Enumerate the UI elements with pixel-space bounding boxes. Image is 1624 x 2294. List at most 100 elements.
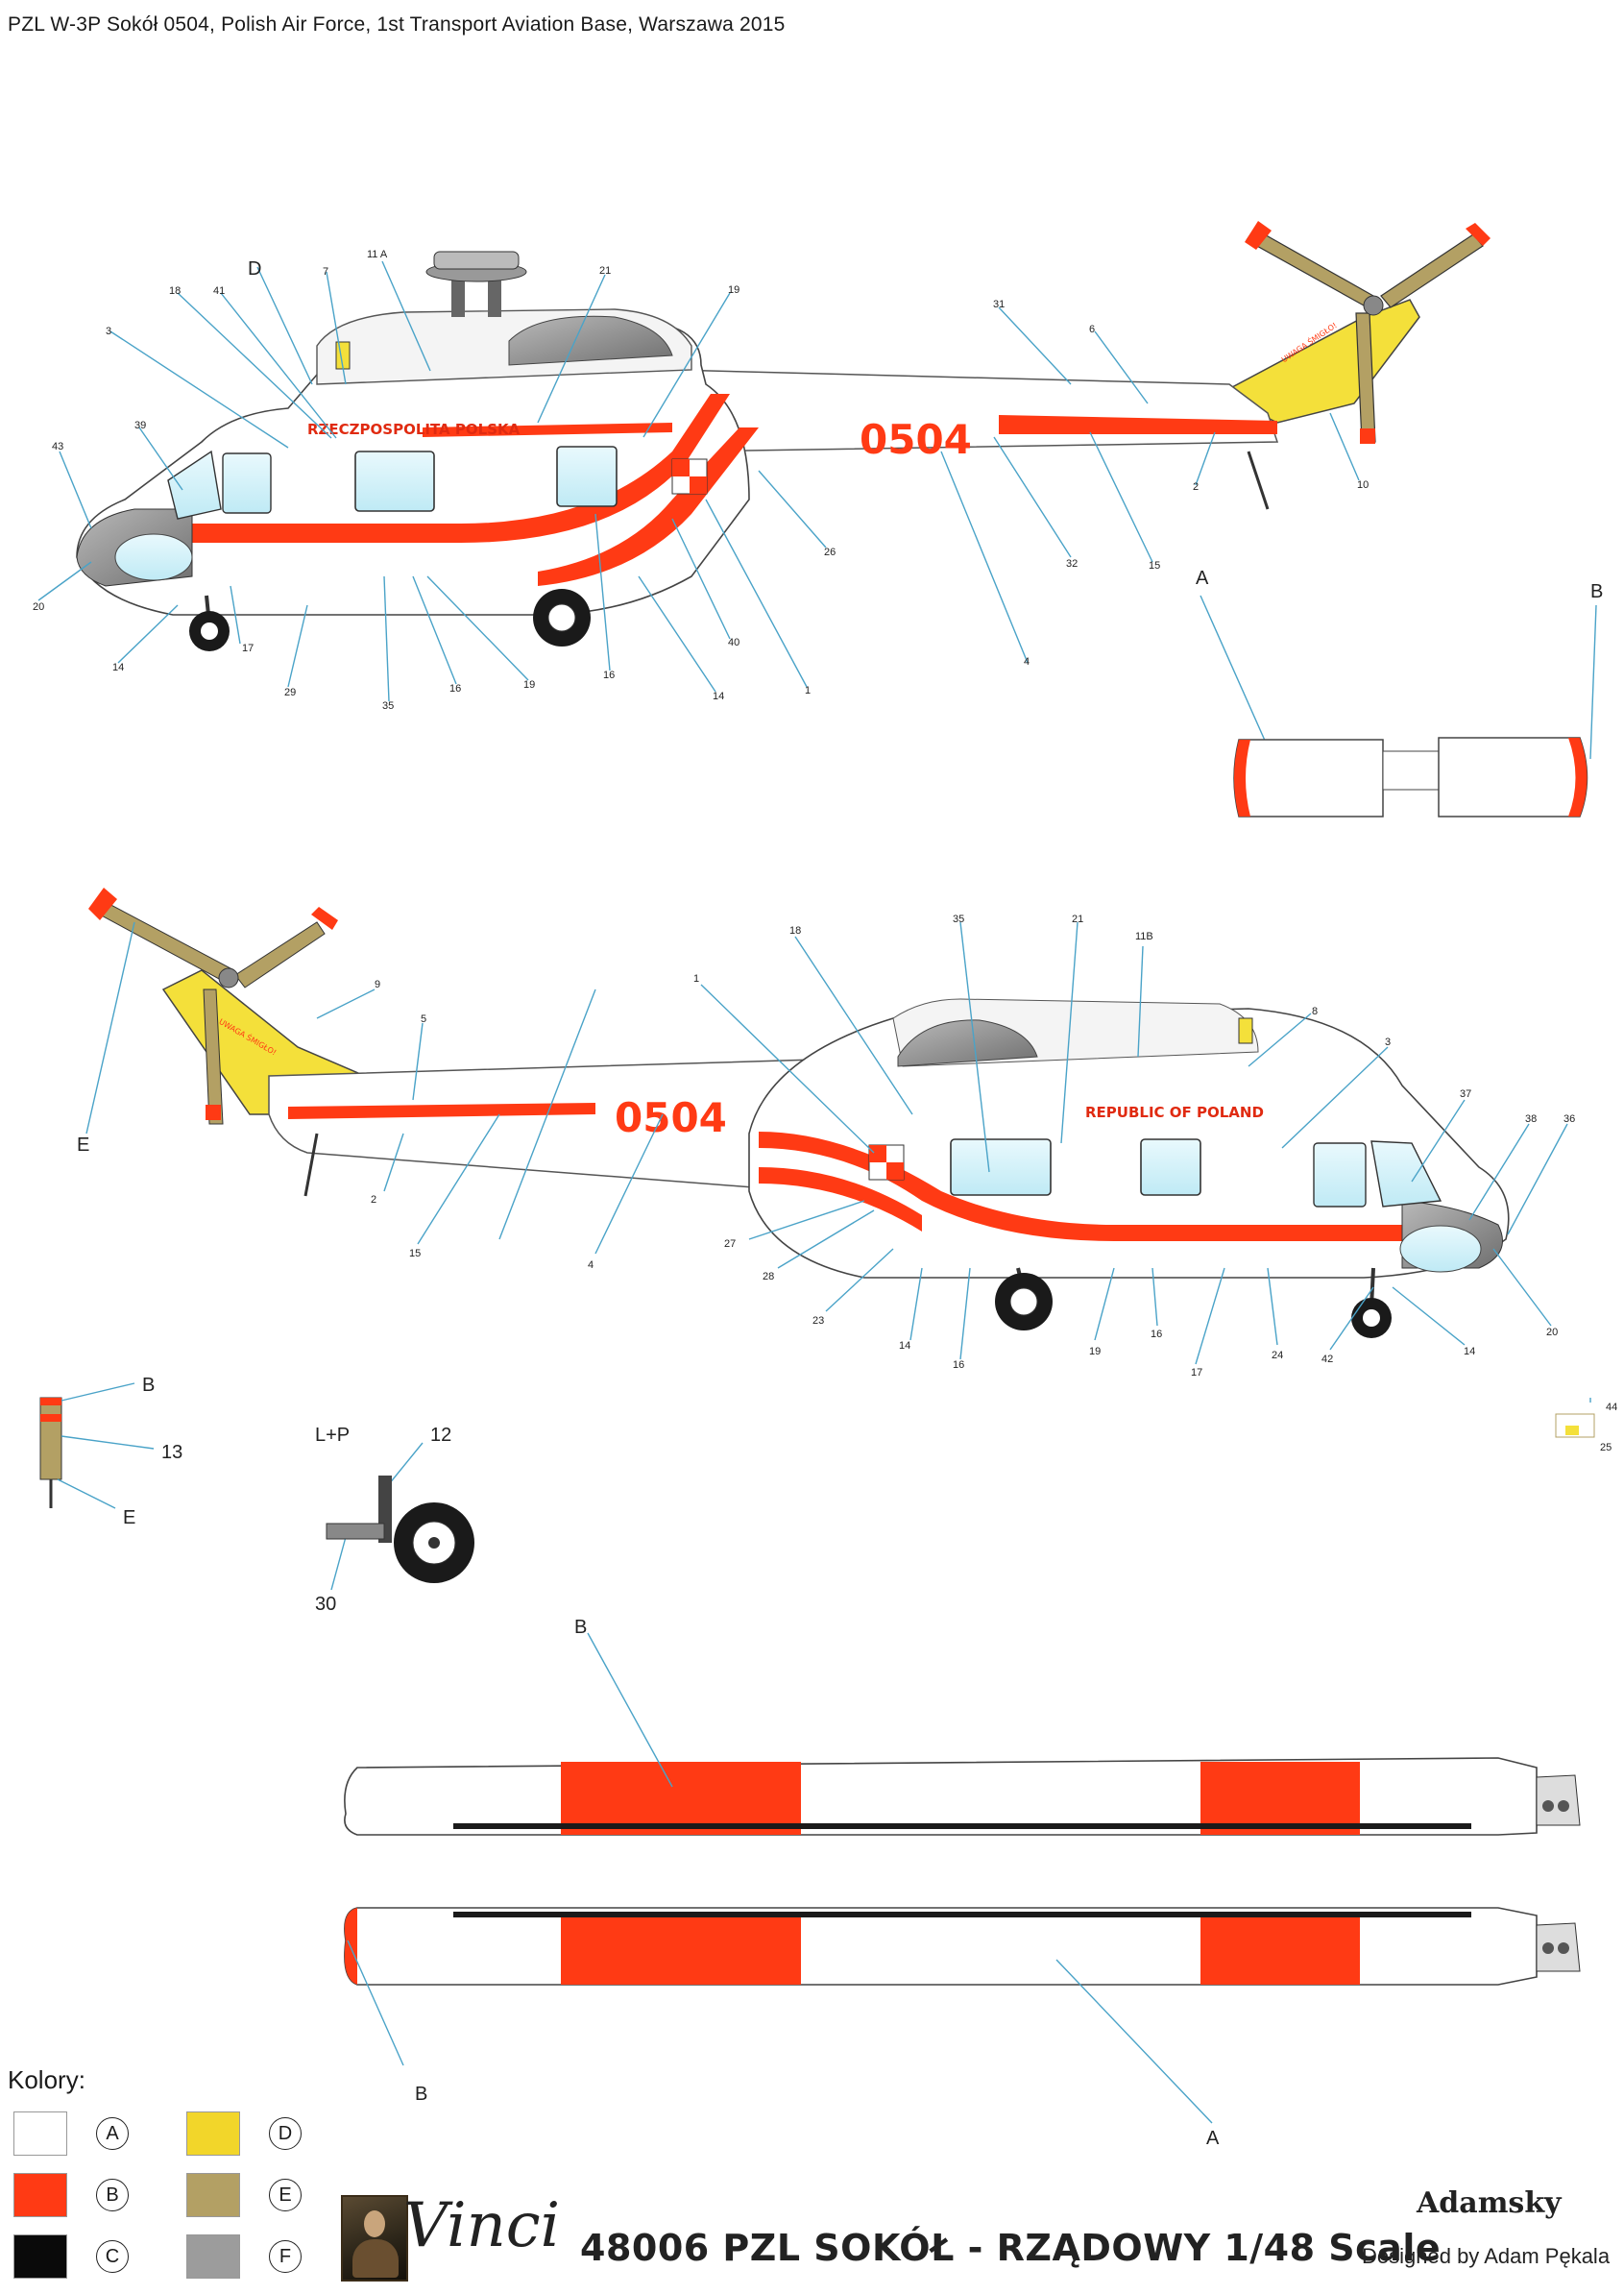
svg-text:26: 26 (824, 547, 836, 558)
registration-left: 0504 (860, 416, 972, 463)
swatch-label-d: D (269, 2117, 302, 2150)
svg-text:36: 36 (1563, 1113, 1575, 1125)
svg-text:B: B (415, 2084, 427, 2105)
svg-text:35: 35 (953, 914, 964, 925)
svg-text:B: B (1590, 581, 1603, 602)
helicopter-right-profile: 0504 REPUBLIC OF POLAND UWAGA ŚMIGŁO! (88, 888, 1510, 1338)
palette-heading: Kolory: (8, 2065, 85, 2094)
brand-logo: Adamsky (1417, 2186, 1562, 2220)
swatch-c (13, 2234, 67, 2279)
svg-text:A: A (1206, 2128, 1220, 2149)
checkerboard-insignia-left (671, 458, 708, 495)
helicopter-left-profile: 0504 RZECZPOSPOLITA POLSKA UWAGA ŚMIGŁO! (76, 221, 1491, 651)
svg-text:14: 14 (1464, 1346, 1475, 1357)
svg-text:19: 19 (523, 679, 535, 691)
svg-text:B: B (142, 1375, 155, 1396)
svg-text:17: 17 (1191, 1367, 1202, 1379)
swatch-row-a: A (13, 2111, 129, 2156)
svg-text:19: 19 (728, 284, 739, 296)
svg-text:37: 37 (1460, 1088, 1471, 1100)
inscription-right: REPUBLIC OF POLAND (1085, 1104, 1264, 1121)
svg-text:27: 27 (724, 1238, 736, 1250)
svg-text:D: D (248, 258, 261, 280)
swatch-f (186, 2234, 240, 2279)
gear-label: L+P (315, 1425, 350, 1446)
swatch-row-e: E (186, 2173, 302, 2217)
svg-text:13: 13 (161, 1442, 182, 1463)
blade-tip-detail: B 13 E (39, 1375, 182, 1528)
callouts-left-profile: 11 A D 7 18 41 3 21 19 31 6 39 43 20 14 … (33, 249, 1603, 769)
swatch-e (186, 2173, 240, 2217)
stabiliser-detail (1233, 737, 1588, 818)
svg-text:E: E (123, 1507, 135, 1528)
main-gear-detail: L+P 12 30 (315, 1425, 474, 1615)
svg-text:16: 16 (1151, 1329, 1162, 1340)
vinci-logo: Vinci (403, 2190, 561, 2261)
swatch-row-d: D (186, 2111, 302, 2156)
svg-text:5: 5 (421, 1013, 426, 1025)
svg-text:20: 20 (1546, 1327, 1558, 1338)
svg-text:2: 2 (371, 1194, 376, 1206)
landing-gear-left (189, 451, 1270, 651)
page-title: PZL W-3P Sokół 0504, Polish Air Force, 1… (8, 13, 786, 36)
svg-text:38: 38 (1525, 1113, 1537, 1125)
svg-text:14: 14 (112, 662, 124, 673)
callouts-right-profile: 9 5 E 2 15 4 1 18 35 21 11B 8 3 37 38 36… (77, 914, 1617, 1453)
svg-text:28: 28 (763, 1271, 774, 1282)
svg-text:18: 18 (169, 285, 181, 297)
svg-text:16: 16 (953, 1359, 964, 1371)
svg-text:15: 15 (409, 1248, 421, 1259)
svg-text:7: 7 (323, 266, 328, 278)
svg-text:11 A: 11 A (367, 249, 388, 260)
svg-text:39: 39 (134, 420, 146, 431)
svg-text:21: 21 (1072, 914, 1083, 925)
svg-text:B: B (574, 1617, 587, 1638)
svg-text:A: A (1196, 568, 1209, 589)
svg-text:23: 23 (812, 1315, 824, 1327)
svg-text:4: 4 (588, 1259, 594, 1271)
svg-text:21: 21 (599, 265, 611, 277)
svg-text:29: 29 (284, 687, 296, 698)
svg-text:3: 3 (106, 326, 111, 337)
tail-rotor-right (88, 888, 338, 1125)
main-rotor-blade-bottom (344, 1907, 1581, 1986)
svg-text:31: 31 (993, 299, 1005, 310)
svg-text:18: 18 (789, 925, 801, 937)
svg-text:41: 41 (213, 285, 225, 297)
inscription-left: RZECZPOSPOLITA POLSKA (307, 421, 521, 438)
main-rotor-blade-top (344, 1757, 1581, 1836)
svg-text:2: 2 (1193, 481, 1199, 493)
svg-text:44: 44 (1606, 1402, 1617, 1413)
swatch-row-f: F (186, 2234, 302, 2279)
svg-text:14: 14 (899, 1340, 910, 1352)
svg-text:24: 24 (1272, 1350, 1283, 1361)
svg-text:4: 4 (1024, 656, 1030, 668)
svg-text:14: 14 (713, 691, 724, 702)
svg-text:43: 43 (52, 441, 63, 452)
svg-text:16: 16 (449, 683, 461, 695)
tail-rotor-left (1245, 221, 1491, 444)
main-rotor-head-left (425, 251, 527, 317)
svg-text:1: 1 (693, 973, 699, 985)
svg-text:15: 15 (1149, 560, 1160, 572)
svg-text:20: 20 (33, 601, 44, 613)
svg-text:19: 19 (1089, 1346, 1101, 1357)
swatch-label-a: A (96, 2117, 129, 2150)
svg-text:6: 6 (1089, 324, 1095, 335)
swatch-row-c: C (13, 2234, 129, 2279)
svg-text:9: 9 (375, 979, 380, 990)
svg-text:1: 1 (805, 685, 811, 696)
svg-text:16: 16 (603, 670, 615, 681)
svg-text:10: 10 (1357, 479, 1369, 491)
svg-text:12: 12 (430, 1425, 451, 1446)
swatch-label-c: C (96, 2240, 129, 2273)
svg-text:25: 25 (1600, 1442, 1612, 1453)
checkerboard-insignia-right (868, 1144, 905, 1181)
product-title: 48006 PZL SOKÓŁ - RZĄDOWY 1/48 Scale (580, 2227, 1442, 2269)
swatch-b (13, 2173, 67, 2217)
swatch-row-b: B (13, 2173, 129, 2217)
svg-text:40: 40 (728, 637, 739, 648)
swatch-d (186, 2111, 240, 2156)
swatch-label-b: B (96, 2179, 129, 2211)
